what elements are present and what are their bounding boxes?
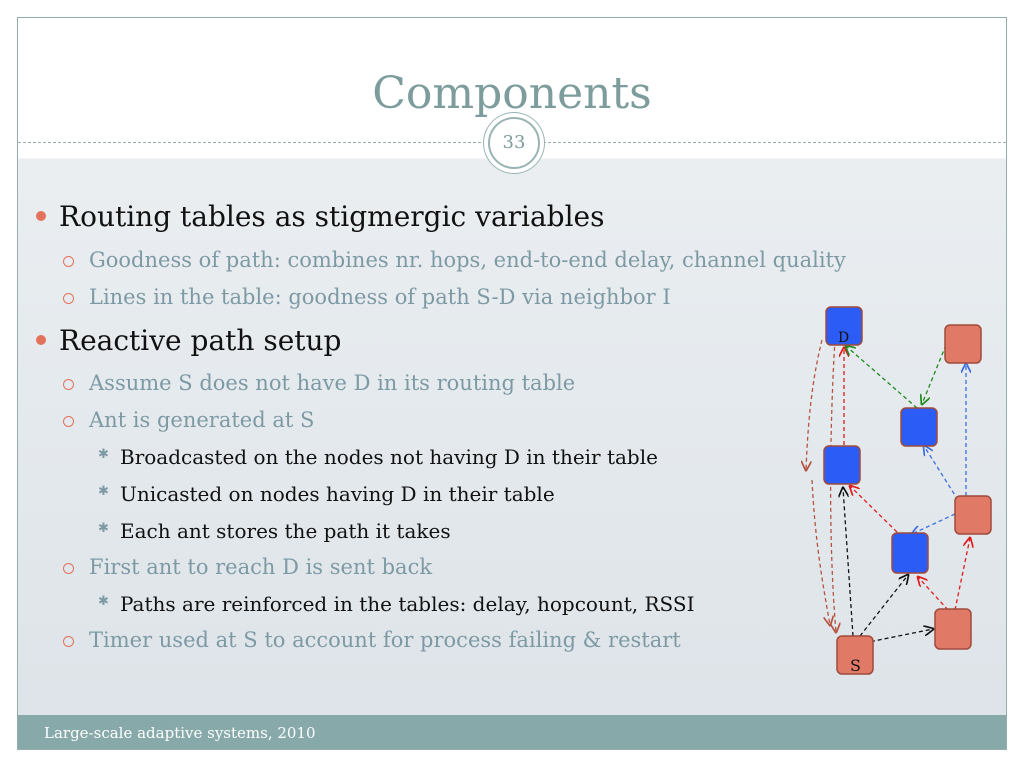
edge-black [843, 488, 854, 637]
edge-black [863, 629, 933, 644]
slide-number-badge: 33 [488, 117, 540, 169]
bullet-item: ✱Each ant stores the path it takes [98, 519, 451, 543]
circle-bullet-icon [63, 379, 74, 390]
star-bullet-icon: ✱ [98, 594, 109, 609]
slide-footer: Large-scale adaptive systems, 2010 [18, 715, 1006, 749]
bullet-item: First ant to reach D is sent back [63, 555, 432, 579]
star-bullet-icon: ✱ [98, 484, 109, 499]
edge-green [846, 346, 918, 409]
footer-text: Large-scale adaptive systems, 2010 [44, 724, 316, 742]
node-blue [891, 532, 929, 574]
node-source [836, 635, 874, 675]
edge-black [859, 575, 908, 637]
node-red [934, 608, 972, 650]
node-blue [823, 445, 861, 485]
bullet-item: Goodness of path: combines nr. hops, end… [63, 248, 846, 272]
circle-bullet-icon [63, 256, 74, 267]
edge-red [954, 538, 970, 611]
star-bullet-icon: ✱ [98, 521, 109, 536]
bullet-item: Reactive path setup [36, 324, 341, 357]
node-red [944, 324, 982, 364]
bullet-item: Routing tables as stigmergic variables [36, 200, 605, 233]
circle-bullet-icon [63, 293, 74, 304]
circle-bullet-icon [63, 563, 74, 574]
edge-brown [806, 339, 823, 470]
edge-red [850, 486, 898, 533]
bullet-item: Ant is generated at S [63, 408, 314, 432]
node-destination [825, 306, 863, 346]
bullet-marker-icon [36, 335, 46, 345]
node-source-label: S [850, 656, 861, 675]
edge-green [922, 344, 947, 404]
bullet-item: Assume S does not have D in its routing … [63, 371, 575, 395]
bullet-item: Lines in the table: goodness of path S-D… [63, 285, 671, 309]
bullet-item: ✱Broadcasted on the nodes not having D i… [98, 445, 658, 469]
edge-blue [924, 446, 959, 501]
bullet-item: Timer used at S to account for process f… [63, 628, 681, 652]
node-red [954, 495, 992, 535]
bullet-item: ✱Unicasted on nodes having D in their ta… [98, 482, 555, 506]
slide-title: Components [372, 68, 652, 119]
slide-frame: Components 33 Large-scale adaptive syste… [17, 17, 1007, 750]
edge-brown [829, 339, 836, 632]
node-blue [900, 407, 938, 447]
edge-red [918, 577, 949, 611]
circle-bullet-icon [63, 636, 74, 647]
edge-brown [811, 479, 830, 625]
edge-blue [912, 513, 956, 534]
bullet-marker-icon [36, 211, 46, 221]
bullet-item: ✱Paths are reinforced in the tables: del… [98, 592, 695, 616]
node-destination-label: D [838, 330, 849, 346]
star-bullet-icon: ✱ [98, 447, 109, 462]
circle-bullet-icon [63, 416, 74, 427]
